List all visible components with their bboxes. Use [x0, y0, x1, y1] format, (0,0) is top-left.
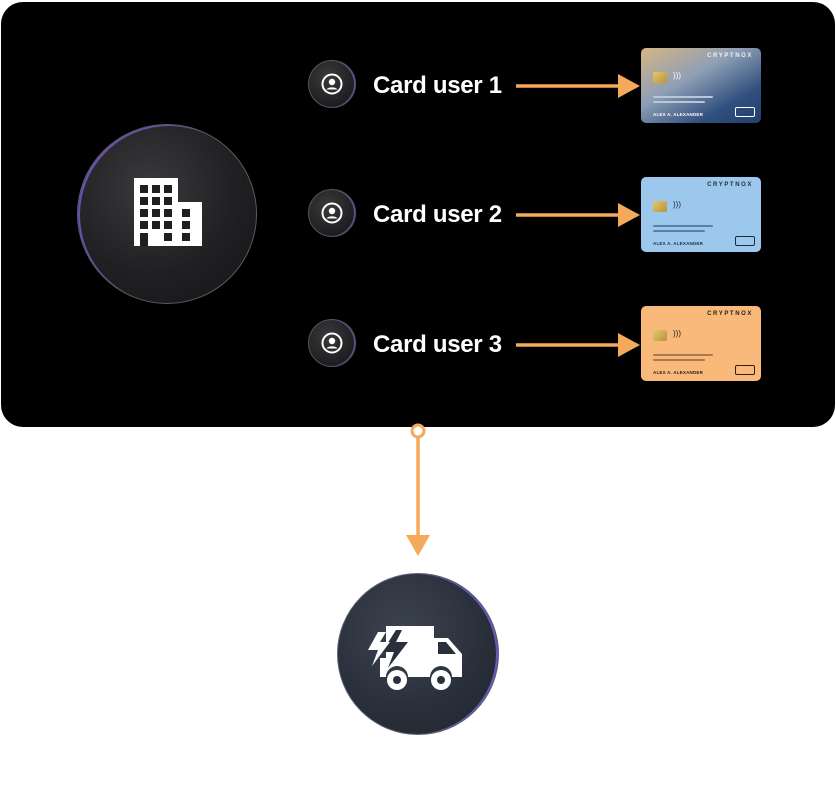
card-3-number-line [653, 359, 705, 361]
card-1-brand: CRYPTNOX [707, 53, 753, 59]
connector-dot [410, 423, 426, 439]
card-2-brand: CRYPTNOX [707, 182, 753, 188]
card-2-chip [653, 201, 667, 212]
contactless-icon: ))) [673, 71, 681, 80]
card-1: CRYPTNOX ))) ALEX A. ALEXANDER [641, 48, 761, 123]
delivery-node [337, 573, 499, 735]
card-user-1-avatar [308, 60, 356, 108]
building-icon [134, 178, 202, 246]
user-icon [321, 332, 343, 354]
contactless-icon: ))) [673, 200, 681, 209]
card-3: CRYPTNOX ))) ALEX A. ALEXANDER [641, 306, 761, 381]
fast-delivery-truck-icon [368, 626, 462, 690]
card-3-chip [653, 330, 667, 341]
arrowhead-user-2 [618, 203, 640, 227]
user-icon [321, 73, 343, 95]
card-1-chip [653, 72, 667, 83]
arrowhead-delivery [406, 535, 430, 556]
card-2-number-line [653, 230, 705, 232]
arrowhead-user-1 [618, 74, 640, 98]
card-2-logo-icon [735, 236, 755, 246]
contactless-icon: ))) [673, 329, 681, 338]
card-1-logo-icon [735, 107, 755, 117]
card-2-number-line [653, 225, 713, 227]
card-1-holder: ALEX A. ALEXANDER [653, 112, 704, 117]
card-user-1-label: Card user 1 [373, 72, 502, 99]
card-3-holder: ALEX A. ALEXANDER [653, 370, 704, 375]
card-3-number-line [653, 354, 713, 356]
card-user-2-label: Card user 2 [373, 201, 502, 228]
card-1-number-line [653, 96, 713, 98]
card-3-brand: CRYPTNOX [707, 311, 753, 317]
card-1-number-line [653, 101, 705, 103]
arrowhead-user-3 [618, 333, 640, 357]
card-user-3-label: Card user 3 [373, 331, 502, 358]
card-3-logo-icon [735, 365, 755, 375]
organization-node [77, 124, 257, 304]
user-icon [321, 202, 343, 224]
card-user-2-avatar [308, 189, 356, 237]
card-2: CRYPTNOX ))) ALEX A. ALEXANDER [641, 177, 761, 252]
card-2-holder: ALEX A. ALEXANDER [653, 241, 704, 246]
card-user-3-avatar [308, 319, 356, 367]
